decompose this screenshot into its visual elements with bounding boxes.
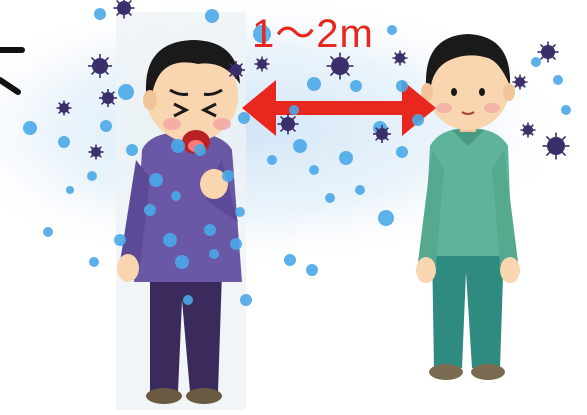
droplet-icon (267, 155, 277, 165)
droplet-icon (412, 114, 424, 126)
droplet-icon (378, 210, 394, 226)
droplet-icon (350, 80, 362, 92)
droplet-icon (100, 120, 112, 132)
droplet-icon (307, 77, 321, 91)
droplet-icon (222, 170, 234, 182)
droplet-icon (205, 9, 219, 23)
droplet-icon (58, 136, 70, 148)
droplet-icon (230, 238, 242, 250)
droplet-icon (194, 144, 206, 156)
droplet-icon (171, 139, 185, 153)
droplet-icon (204, 224, 216, 236)
droplet-icon (339, 151, 353, 165)
droplet-icon (23, 121, 37, 135)
virus-icon (227, 61, 245, 79)
virus-icon (99, 89, 117, 107)
droplet-icon (531, 57, 541, 67)
droplet-icon (114, 234, 126, 246)
droplet-icon (144, 204, 156, 216)
virus-icon (327, 53, 354, 80)
virus-icon (538, 42, 559, 63)
droplet-icon (396, 146, 408, 158)
droplet-icon (149, 173, 163, 187)
virus-icon (393, 51, 408, 66)
virus-icon (88, 54, 112, 78)
droplet-icon (325, 193, 335, 203)
virus-icon (513, 75, 528, 90)
droplet-icon (183, 295, 193, 305)
droplet-icon (396, 80, 408, 92)
droplet-icon (126, 144, 138, 156)
droplet-icon (43, 227, 53, 237)
droplet-icon (238, 112, 250, 124)
virus-icon (255, 57, 270, 72)
droplet-icon (240, 294, 252, 306)
virus-icon (278, 114, 299, 135)
droplet-icon (289, 105, 299, 115)
droplet-icon (89, 257, 99, 267)
distance-label: 1〜2m (252, 14, 374, 54)
droplet-icon (553, 75, 563, 85)
virus-icon (89, 145, 104, 160)
droplet-icon (118, 84, 134, 100)
droplet-icon (175, 255, 189, 269)
standing-person (416, 34, 520, 380)
virus-icon (543, 133, 570, 160)
droplet-icon (387, 25, 397, 35)
virus-icon (373, 125, 391, 143)
droplet-icon (561, 105, 571, 115)
droplet-icon (293, 139, 307, 153)
virus-icon (521, 123, 536, 138)
droplet-icon (355, 185, 365, 195)
droplet-icon (94, 8, 106, 20)
droplet-icon (163, 233, 177, 247)
droplet-icon (306, 264, 318, 276)
droplet-icon (284, 254, 296, 266)
virus-icon (57, 101, 72, 116)
droplet-icon (309, 165, 319, 175)
droplet-icon (87, 171, 97, 181)
droplet-icon (209, 249, 219, 259)
droplet-icon (171, 191, 181, 201)
droplet-icon (235, 207, 245, 217)
droplet-icon (66, 186, 74, 194)
